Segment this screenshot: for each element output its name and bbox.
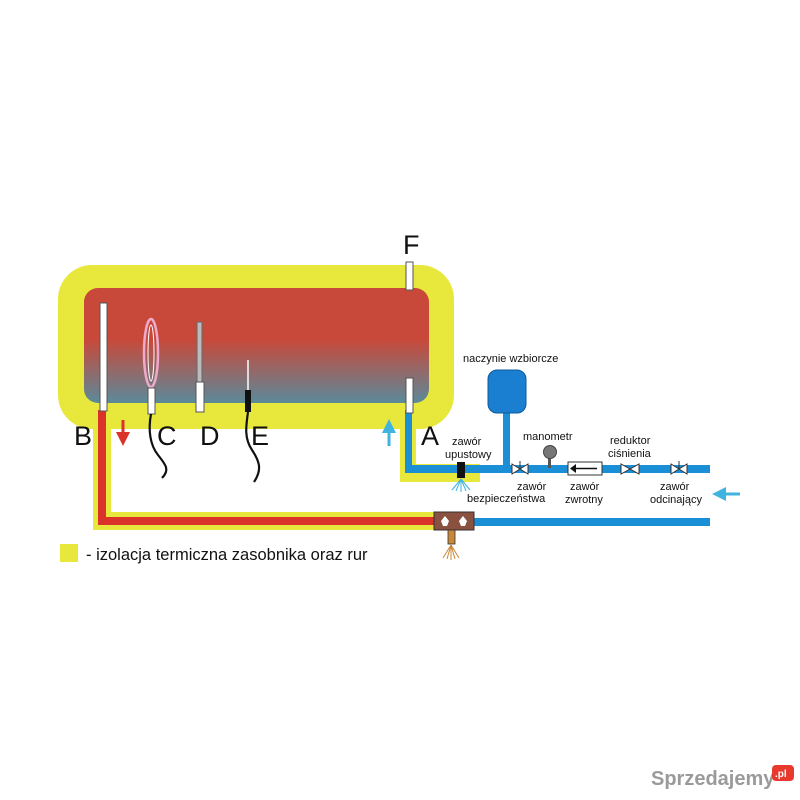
fittings <box>433 369 688 560</box>
drain-valve <box>457 462 465 478</box>
label-shutoff-valve-1: zawór <box>660 481 690 493</box>
heater-c-base <box>147 387 156 415</box>
sensor-d-base <box>195 381 205 413</box>
label-reducer-1: reduktor <box>610 435 651 447</box>
heater-c-loop <box>142 317 160 389</box>
watermark-badge <box>772 765 794 781</box>
hot-pipe-vertical <box>98 410 106 525</box>
inlet-flow-arrow <box>712 487 726 501</box>
component-labels: naczynie wzbiorcze zawór upustowy manome… <box>445 353 702 506</box>
expansion-vessel <box>487 369 527 414</box>
label-safety-valve-1: zawór <box>517 481 547 493</box>
watermark-text: Sprzedajemy <box>651 768 775 790</box>
pipe-f <box>405 261 414 291</box>
watermark-badge-text: .pl <box>775 769 787 780</box>
pressure-gauge <box>543 445 557 459</box>
sensor-d-rod <box>196 321 203 383</box>
legend: - izolacja termiczna zasobnika oraz rur <box>60 544 368 564</box>
label-pressure-gauge: manometr <box>523 431 573 443</box>
cold-flow-arrow <box>382 419 396 433</box>
cold-pipe-vertical <box>405 410 412 472</box>
pressure-reducer <box>620 463 640 475</box>
pipe-a <box>405 377 414 414</box>
probe-e-base <box>245 390 251 412</box>
gauge-stem <box>548 458 551 468</box>
drain-spray <box>451 478 471 492</box>
tank-internals <box>99 261 414 483</box>
hot-pipe-horizontal <box>98 517 438 525</box>
probe-e <box>245 360 261 483</box>
label-a: A <box>421 421 439 451</box>
hot-flow-arrow <box>116 432 130 446</box>
label-safety-valve-2: bezpieczeństwa <box>467 493 546 505</box>
letter-labels: F A B C D E <box>74 230 439 451</box>
cold-pipe-horizontal <box>405 465 710 473</box>
probe-e-cable <box>245 411 261 483</box>
vessel-connector <box>503 410 510 468</box>
label-drain-valve-2: upustowy <box>445 449 492 461</box>
safety-valve <box>511 461 529 475</box>
label-f: F <box>403 230 420 260</box>
fitting-drain-spray <box>442 544 460 560</box>
heater-c-cable <box>148 413 168 479</box>
label-check-valve-1: zawór <box>570 481 600 493</box>
tank-body <box>84 288 429 403</box>
label-reducer-2: ciśnienia <box>608 448 652 460</box>
outlet-pipe <box>472 518 710 526</box>
label-expansion-vessel: naczynie wzbiorcze <box>463 353 558 365</box>
label-drain-valve-1: zawór <box>452 436 482 448</box>
shutoff-valve <box>670 461 688 475</box>
watermark: Sprzedajemy .pl <box>651 765 794 790</box>
sensor-d <box>195 321 205 413</box>
check-valve <box>567 461 603 476</box>
legend-swatch <box>60 544 78 562</box>
label-check-valve-2: zwrotny <box>565 494 603 506</box>
legend-text: - izolacja termiczna zasobnika oraz rur <box>86 546 368 564</box>
pipes <box>98 410 710 526</box>
label-e: E <box>251 421 269 451</box>
label-b: B <box>74 421 92 451</box>
flow-arrows <box>116 419 740 501</box>
hot-outlet-fitting <box>433 511 475 545</box>
heater-c <box>142 317 168 479</box>
pipe-b <box>99 302 108 412</box>
label-shutoff-valve-2: odcinający <box>650 494 702 506</box>
label-d: D <box>200 421 220 451</box>
label-c: C <box>157 421 177 451</box>
